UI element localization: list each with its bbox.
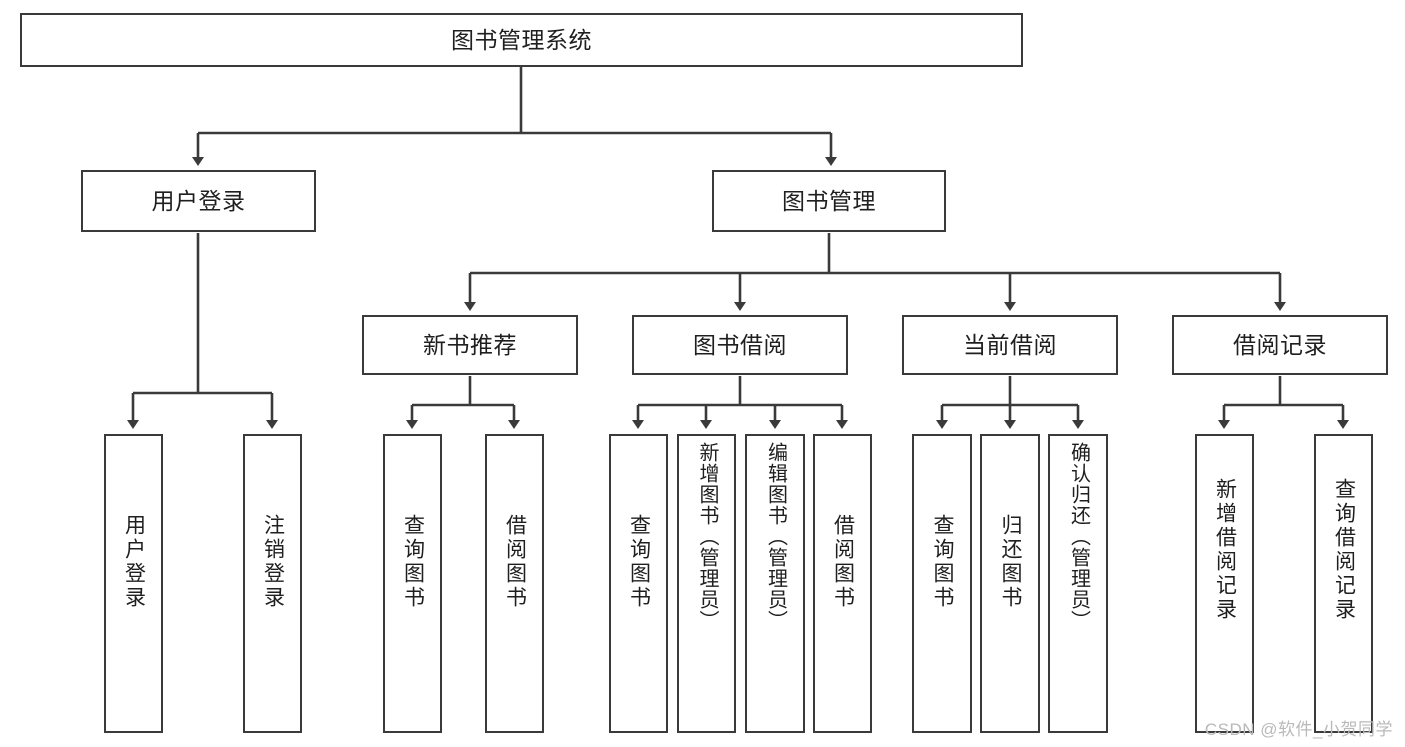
leaf-user-logout[interactable]: 注销登录 — [243, 434, 302, 733]
node-label: 图书管理 — [782, 187, 876, 214]
node-label: 新书推荐 — [423, 331, 517, 358]
node-book-management[interactable]: 图书管理 — [712, 170, 946, 232]
node-book-borrow[interactable]: 图书借阅 — [632, 315, 848, 375]
leaf-query-book-borrow[interactable]: 查询图书 — [609, 434, 668, 733]
node-label: 查询借阅记录 — [1332, 478, 1356, 622]
node-label: 用户登录 — [151, 187, 246, 214]
leaf-user-login[interactable]: 用户登录 — [104, 434, 163, 733]
node-label: 新增借阅记录 — [1213, 478, 1237, 622]
node-label: 用户登录 — [122, 514, 146, 610]
node-label: 查询图书 — [627, 514, 651, 610]
leaf-add-borrow-record[interactable]: 新增借阅记录 — [1195, 434, 1254, 733]
node-label: 借阅记录 — [1233, 331, 1327, 358]
leaf-query-book-recommend[interactable]: 查询图书 — [383, 434, 442, 733]
node-root-book-management-system[interactable]: 图书管理系统 — [20, 13, 1023, 67]
leaf-edit-book-admin[interactable]: 编辑图书（管理员） — [745, 434, 805, 733]
node-label: 借阅图书 — [831, 514, 855, 610]
leaf-borrow-book-borrow[interactable]: 借阅图书 — [813, 434, 872, 733]
node-label: 注销登录 — [261, 514, 285, 610]
leaf-borrow-book-recommend[interactable]: 借阅图书 — [485, 434, 544, 733]
node-label: 当前借阅 — [963, 331, 1057, 358]
node-borrow-record[interactable]: 借阅记录 — [1172, 315, 1388, 375]
leaf-query-book-current[interactable]: 查询图书 — [912, 434, 972, 733]
node-current-borrow[interactable]: 当前借阅 — [902, 315, 1118, 375]
node-user-login[interactable]: 用户登录 — [81, 170, 316, 232]
node-label: 查询图书 — [931, 514, 955, 610]
leaf-return-book[interactable]: 归还图书 — [980, 434, 1040, 733]
node-label: 确认归还（管理员） — [1067, 442, 1090, 631]
node-label: 借阅图书 — [503, 514, 527, 610]
node-label: 查询图书 — [401, 514, 425, 610]
node-label: 归还图书 — [999, 514, 1023, 610]
node-label: 新增图书（管理员） — [696, 442, 718, 631]
watermark-text: CSDN @软件_小贺同学 — [1204, 720, 1393, 739]
node-label: 图书管理系统 — [451, 26, 592, 53]
leaf-query-borrow-record[interactable]: 查询借阅记录 — [1314, 434, 1373, 733]
node-label: 编辑图书（管理员） — [764, 442, 787, 631]
leaf-confirm-return-admin[interactable]: 确认归还（管理员） — [1048, 434, 1108, 733]
node-label: 图书借阅 — [693, 331, 787, 358]
leaf-add-book-admin[interactable]: 新增图书（管理员） — [677, 434, 736, 733]
node-new-book-recommend[interactable]: 新书推荐 — [362, 315, 578, 375]
